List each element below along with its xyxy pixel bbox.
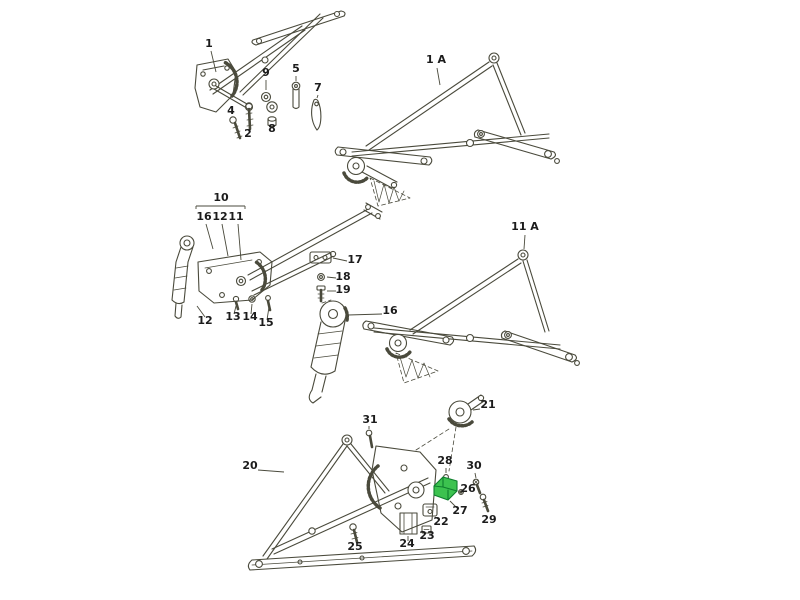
diagram-line-art [171, 10, 580, 571]
leader-line-1 [210, 50, 217, 73]
part-9-grommet [260, 91, 272, 103]
part-label-12-tube[interactable]: 12 [197, 314, 212, 327]
assembly-11a-drawing [362, 249, 580, 384]
part-label-14[interactable]: 14 [242, 310, 258, 323]
leader-line-17 [332, 257, 348, 262]
part-label-31[interactable]: 31 [362, 413, 377, 426]
part-label-20[interactable]: 20 [242, 459, 258, 472]
parts-17-18-19-drawing [309, 251, 332, 304]
part-label-28[interactable]: 28 [437, 454, 452, 467]
part-label-1a[interactable]: 1 A [426, 53, 446, 66]
leader-line-15 [266, 306, 270, 321]
leader-line-14 [250, 303, 253, 315]
part-label-7[interactable]: 7 [314, 81, 322, 94]
part-label-12-group[interactable]: 12 [212, 210, 227, 223]
part-label-23[interactable]: 23 [419, 529, 434, 542]
part-label-30[interactable]: 30 [466, 459, 482, 472]
leader-line-11-group [237, 223, 242, 261]
part-label-16-motor[interactable]: 16 [382, 304, 398, 317]
leader-line-16-motor [347, 313, 383, 316]
part-label-8[interactable]: 8 [268, 122, 276, 135]
part-29-screw [479, 493, 490, 513]
part-label-15[interactable]: 15 [258, 316, 273, 329]
leader-line-27 [449, 500, 458, 509]
leader-line-12-group [221, 223, 229, 257]
part-27-highlighted[interactable] [433, 476, 458, 501]
part-25-bolt [349, 523, 359, 544]
part-label-25[interactable]: 25 [347, 540, 362, 553]
part-27-detail [433, 476, 458, 501]
part-22-clip [422, 503, 438, 517]
part-label-10[interactable]: 10 [213, 191, 229, 204]
part-label-4[interactable]: 4 [227, 104, 235, 117]
part-label-21[interactable]: 21 [480, 398, 495, 411]
part-label-11a[interactable]: 11 A [511, 220, 539, 233]
part-label-11-group[interactable]: 11 [228, 210, 243, 223]
part-label-26[interactable]: 26 [460, 482, 476, 495]
part-4-bolt [229, 116, 243, 140]
group-10-bracket [195, 205, 246, 209]
part-31-screw [365, 429, 374, 449]
leader-line-21 [472, 408, 481, 411]
leader-line-30 [474, 472, 477, 479]
part-23-nut [421, 525, 432, 534]
leader-line-16-group [205, 223, 214, 250]
part-label-24[interactable]: 24 [399, 537, 415, 550]
part-2-bolt [245, 102, 254, 131]
part-7-strap [311, 98, 322, 131]
assembly-1-drawing [194, 10, 346, 113]
part-label-9[interactable]: 9 [262, 66, 270, 79]
part-label-2[interactable]: 2 [244, 127, 252, 140]
part-label-16-group[interactable]: 16 [196, 210, 212, 223]
part-label-13[interactable]: 13 [225, 310, 240, 323]
part-label-27[interactable]: 27 [452, 504, 467, 517]
leader-line-7 [316, 94, 319, 99]
part-label-18[interactable]: 18 [335, 270, 350, 283]
part-30-screw [472, 478, 482, 495]
part-24-clip [399, 512, 418, 535]
assembly-20-drawing [247, 394, 485, 571]
part-label-17[interactable]: 17 [347, 253, 362, 266]
leader-line-11a [523, 234, 526, 250]
part-label-19[interactable]: 19 [335, 283, 350, 296]
leader-line-1a [436, 67, 441, 86]
part-label-22[interactable]: 22 [433, 515, 448, 528]
part-label-29[interactable]: 29 [481, 513, 496, 526]
part-label-1[interactable]: 1 [205, 37, 213, 50]
leader-line-20 [257, 469, 285, 473]
part-27-shape[interactable] [433, 476, 458, 501]
leader-line-22 [434, 516, 439, 520]
leader-line-18 [326, 276, 337, 279]
assembly-1a-drawing [334, 52, 560, 207]
part-label-5[interactable]: 5 [292, 62, 300, 75]
motor-16-drawing [308, 300, 350, 404]
part-8-washer [266, 101, 278, 128]
leader-line-12-tube [196, 305, 206, 318]
part-5-pin [291, 81, 301, 110]
leader-line-13 [233, 305, 237, 315]
